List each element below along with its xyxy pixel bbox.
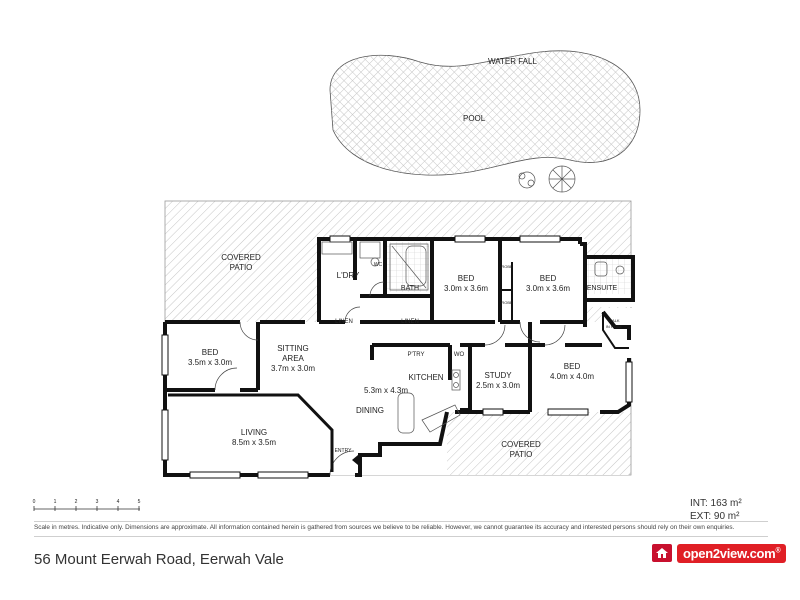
property-address: 56 Mount Eerwah Road, Eerwah Vale [34,551,284,568]
scale-bar: 0 1 2 3 4 5 [33,499,141,511]
room-dims: 3.5m x 3.0m [188,358,232,367]
room-dims: 3.0m x 3.6m [444,284,488,293]
brand-logo: open2view.com® [652,542,787,564]
patio-bottom [447,412,629,475]
scale-tick-label: 5 [138,499,141,505]
room-label: WO [454,352,465,358]
pool [329,50,641,176]
room-label: KITCHEN [408,373,443,382]
shrub-icon [518,171,536,189]
disclaimer-text: Scale in metres. Indicative only. Dimens… [34,524,735,531]
pool-label: POOL [463,114,486,123]
room-label: PATIO [510,450,533,459]
room-label: BED [202,348,219,357]
room-label: ENTRY [335,448,353,454]
external-area: EXT: 90 m² [690,511,740,522]
room-label: WALK [608,318,620,323]
room-label: AREA [282,354,304,363]
room-label: BATH [401,285,419,292]
room-label: ENSUITE [587,285,618,292]
room-label: DINING [356,406,384,415]
scale-tick-label: 4 [117,499,120,505]
room-labels: COVERED PATIO L'DRY WC BATH BED 3.0m x 3… [188,253,623,459]
tree-icon [548,165,576,193]
room-label: P'TRY [407,352,424,358]
room-label: COVERED [501,440,541,449]
room-label: ROBE [501,300,513,305]
room-label: LIVING [241,428,267,437]
room-label: LINEN [401,319,419,325]
room-label: BED [458,274,475,283]
scale-tick-label: 0 [33,499,36,505]
house-icon [652,544,672,562]
room-label: L'DRY [337,271,360,280]
scale-tick-label: 2 [75,499,78,505]
living-bay [168,393,334,472]
room-label: PATIO [230,263,253,272]
footer-divider [34,521,768,522]
room-label: LINEN [335,319,353,325]
room-label: BED [540,274,557,283]
room-label: COVERED [221,253,261,262]
windows [161,235,633,479]
scale-tick-label: 3 [96,499,99,505]
door-swings [214,281,566,476]
room-dims: 3.7m x 3.0m [271,364,315,373]
footer-divider [34,536,768,537]
room-label: WC [374,262,383,268]
room-dims: 8.5m x 3.5m [232,438,276,447]
room-dims: 2.5m x 3.0m [476,381,520,390]
ensuite-tile [586,259,633,294]
fixtures [321,241,625,434]
waterfall-label: WATER FALL [488,57,537,66]
scale-tick-label: 1 [54,499,57,505]
room-label: ROBE [501,264,513,269]
room-dims: 5.3m x 4.3m [364,386,408,395]
room-label: IN ROBE [606,324,623,329]
bath-tile [387,242,429,292]
room-dims: 3.0m x 3.6m [526,284,570,293]
room-label: STUDY [484,371,512,380]
internal-area: INT: 163 m² [690,498,742,509]
room-dims: 4.0m x 4.0m [550,372,594,381]
room-label: BED [564,362,581,371]
area-summary: INT: 163 m² EXT: 90 m² [690,497,742,523]
brand-wordmark: open2view.com® [677,543,787,563]
room-label: SITTING [277,344,309,353]
entry-arrow-icon [352,455,358,465]
